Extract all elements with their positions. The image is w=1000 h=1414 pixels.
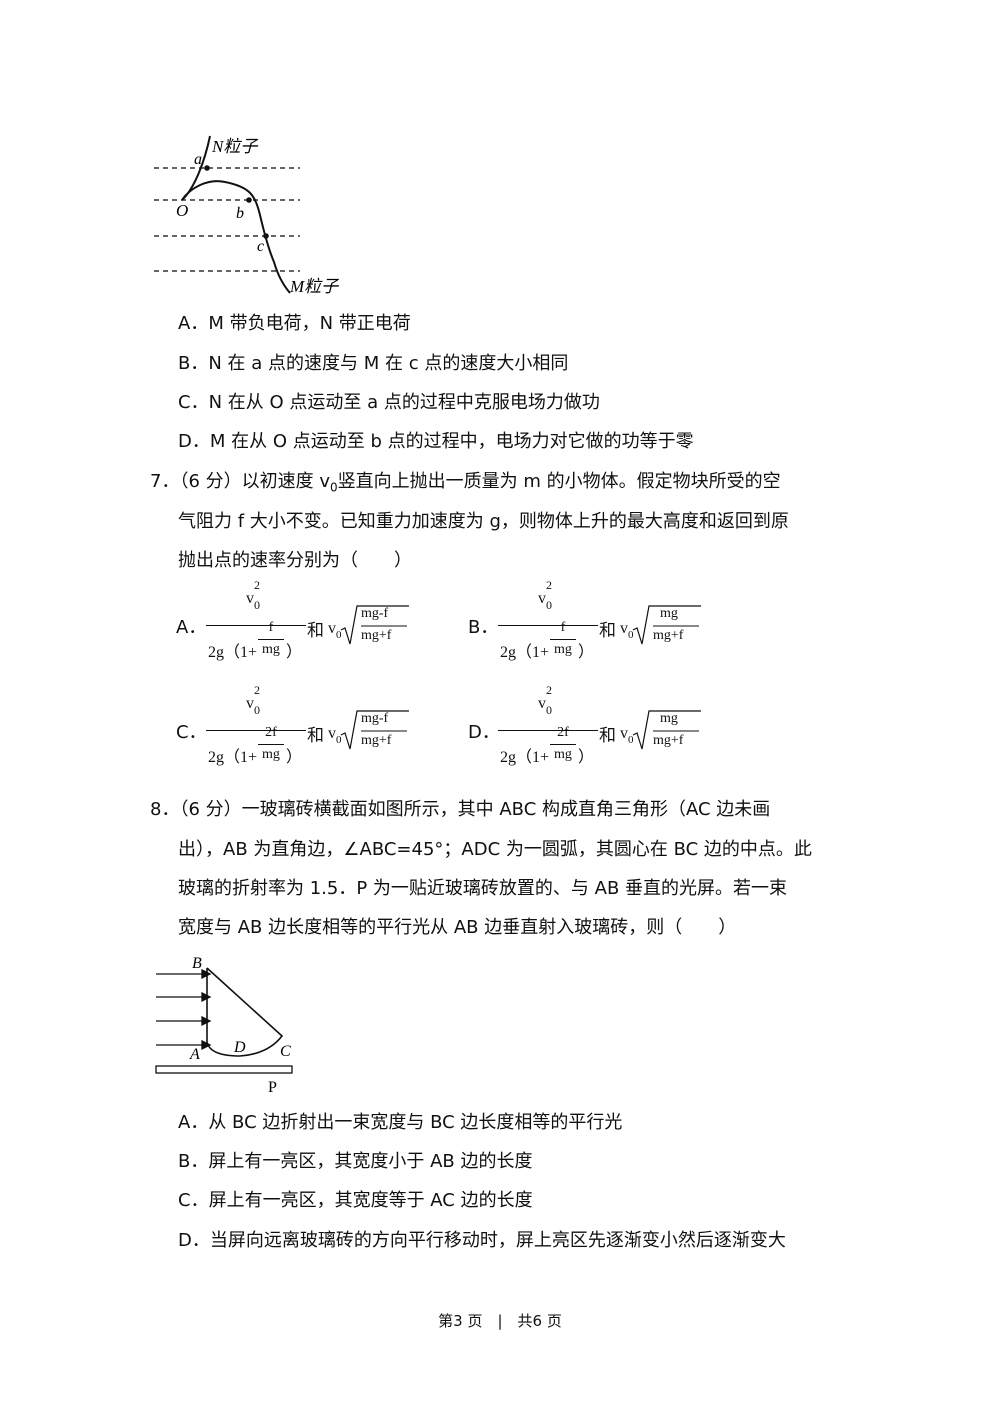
point-b	[246, 197, 252, 203]
light-screen-p	[155, 1065, 293, 1074]
q7-stem-line2: 气阻力 f 大小不变。已知重力加速度为 g，则物体上升的最大高度和返回到原	[178, 511, 789, 532]
q7-stem-line1: 7．（6 分）以初速度 v0竖直向上抛出一质量为 m 的小物体。假定物块所受的空	[150, 471, 781, 495]
q8-stem-line1: 8．（6 分）一玻璃砖横截面如图所示，其中 ABC 构成直角三角形（AC 边未画	[150, 799, 771, 820]
n-particle-label: N粒子	[211, 137, 258, 156]
label-a: A	[189, 1046, 200, 1063]
sqrt-sign	[340, 710, 409, 750]
q6-option-d: D．M 在从 O 点运动至 b 点的过程中，电场力对它做的功等于零	[178, 431, 694, 452]
label-b: b	[236, 205, 244, 222]
q8-stem-line4: 宽度与 AB 边长度相等的平行光从 AB 边垂直射入玻璃砖，则（ ）	[178, 917, 737, 938]
q8-stem-line2: 出），AB 为直角边，∠ABC=45°；ADC 为一圆弧，其圆心在 BC 边的中…	[178, 839, 812, 860]
label-p: P	[268, 1079, 277, 1096]
q6-option-a: A．M 带负电荷，N 带正电荷	[178, 313, 411, 334]
sqrt-sign	[632, 710, 701, 750]
point-a	[204, 165, 210, 171]
sqrt-sign	[340, 605, 409, 645]
q8-option-b: B．屏上有一亮区，其宽度小于 AB 边的长度	[178, 1151, 533, 1172]
label-c: c	[257, 238, 264, 255]
q8-option-c: C．屏上有一亮区，其宽度等于 AC 边的长度	[178, 1190, 533, 1211]
label-c: C	[280, 1043, 291, 1060]
q8-option-d: D．当屏向远离玻璃砖的方向平行移动时，屏上亮区先逐渐变小然后逐渐变大	[178, 1230, 786, 1251]
q6-option-b: B．N 在 a 点的速度与 M 在 c 点的速度大小相同	[178, 353, 569, 374]
point-c	[263, 233, 269, 239]
q6-option-c: C．N 在从 O 点运动至 a 点的过程中克服电场力做功	[178, 392, 600, 413]
m-particle-label: M粒子	[289, 277, 339, 296]
q8-option-a: A．从 BC 边折射出一束宽度与 BC 边长度相等的平行光	[178, 1112, 623, 1133]
label-d: D	[233, 1039, 246, 1056]
glass-brick-figure: B A D C P	[155, 955, 293, 1096]
m-particle-path	[181, 180, 291, 294]
denominator: 2g（1+	[208, 644, 258, 661]
q8-stem-line3: 玻璃的折射率为 1.5．P 为一贴近玻璃砖放置的、与 AB 垂直的光屏。若一束	[178, 878, 788, 899]
fraction-bar	[206, 625, 306, 626]
label-b: B	[192, 955, 202, 972]
particle-trajectory-figure: N粒子 a O b c M粒子	[154, 135, 339, 296]
glass-brick-outline	[206, 967, 284, 1057]
sqrt-sign	[632, 605, 701, 645]
label-a: a	[194, 151, 202, 168]
label-o: O	[176, 201, 188, 220]
incident-light-arrows	[156, 968, 212, 1051]
page-footer: 第3 页 | 共6 页	[438, 1312, 562, 1330]
q7-stem-line3: 抛出点的速率分别为（ ）	[178, 550, 412, 571]
equipotential-lines	[154, 167, 300, 272]
